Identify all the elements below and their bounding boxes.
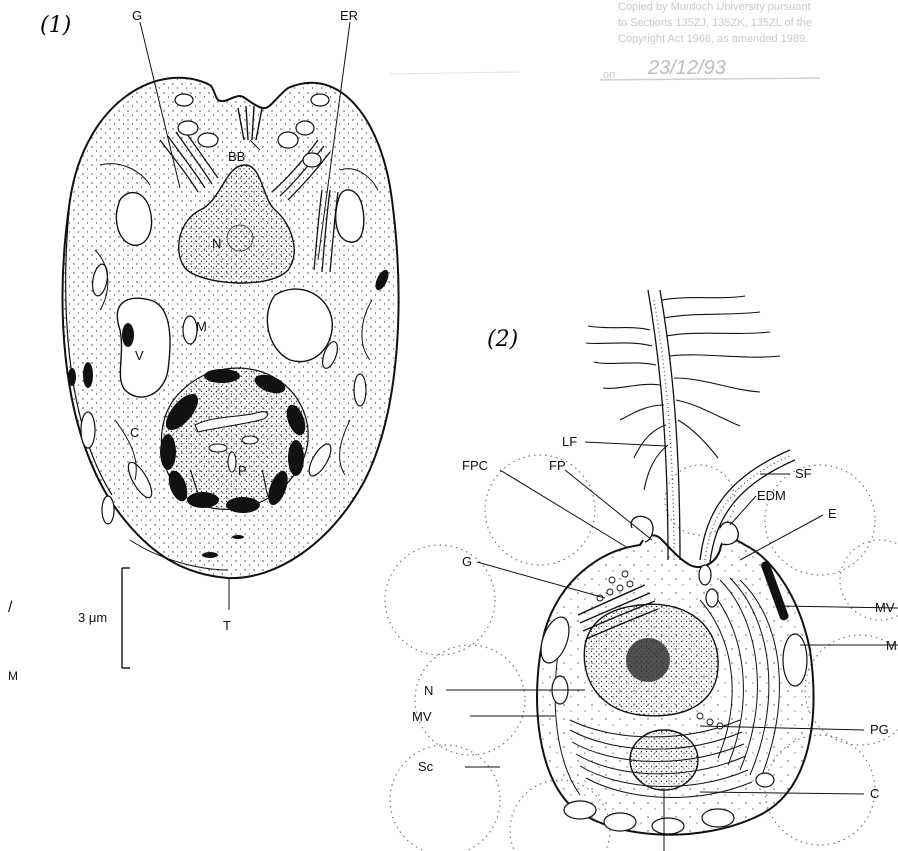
label-p-1: P — [238, 463, 247, 478]
label-pg: PG — [870, 722, 889, 737]
label-e: E — [828, 506, 837, 521]
label-edm: EDM — [757, 488, 786, 503]
label-n-1: N — [212, 236, 221, 251]
label-g-1: G — [132, 8, 142, 23]
figure-2-number: (2) — [487, 327, 518, 352]
margin-mark-a: / — [8, 599, 13, 616]
long-flagellum — [648, 290, 680, 560]
label-lf: LF — [562, 434, 577, 449]
label-n-2: N — [424, 683, 433, 698]
nucleolus-1 — [227, 225, 253, 251]
label-m-right: M — [886, 638, 897, 653]
label-fp: FP — [549, 458, 566, 473]
figure-1-number: (1) — [40, 13, 71, 38]
label-mv-left: MV — [412, 709, 432, 724]
stamp-date: 23/12/93 — [647, 57, 726, 79]
label-sf: SF — [795, 466, 812, 481]
label-c-2: C — [870, 786, 879, 801]
pyrenoid-2 — [630, 730, 698, 790]
label-sc: Sc — [418, 759, 434, 774]
margin-mark-b: M — [8, 669, 18, 683]
nucleolus-2 — [626, 638, 670, 682]
label-t-1: T — [223, 618, 231, 633]
label-mv-right: MV — [875, 600, 895, 615]
label-g-2: G — [462, 554, 472, 569]
figure-2: (2) — [385, 290, 898, 851]
flagellar-hairs — [586, 296, 780, 490]
label-v-1: V — [135, 348, 144, 363]
figure-1: (1) — [40, 8, 399, 668]
copyright-stamp: Copied by Murdoch University pursuant to… — [390, 1, 820, 81]
stamp-line-2: to Sections 135ZJ, 135ZK, 135ZL of the — [618, 17, 812, 29]
stamp-line-3: Copyright Act 1968, as amended 1989. — [618, 33, 808, 45]
label-bb-1: BB — [228, 149, 245, 164]
scale-bar — [122, 568, 130, 668]
label-c-1: C — [130, 425, 139, 440]
label-er-1: ER — [340, 8, 358, 23]
label-m-1: M — [196, 319, 207, 334]
scale-bar-label: 3 μm — [78, 610, 107, 625]
stamp-line-1: Copied by Murdoch University pursuant — [618, 1, 811, 13]
label-fpc: FPC — [462, 458, 488, 473]
